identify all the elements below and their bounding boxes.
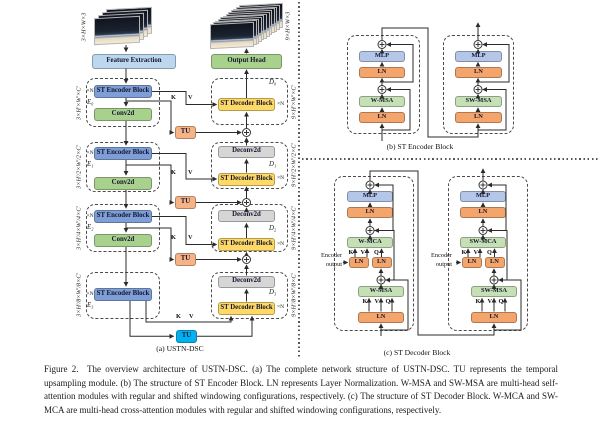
tu-block-1: TU [175,196,196,209]
conv2d-block-2: Conv2d [94,234,152,247]
dec-label-0: D₀ [269,79,277,86]
st-encoder-block-2: ST Encoder Block [94,210,152,223]
ln-block: LN [359,66,405,78]
horizontal-dotted-separator [302,158,598,160]
mlp-block: MLP [455,50,502,62]
dec-dim-1: 9×H′/2×W′/2×C′ [290,143,297,187]
dec-dim-0: 9×H′×W′×C′ [290,84,297,119]
k-label: K [176,312,181,320]
v-label: V [360,248,366,256]
ln-block: LN [471,311,517,323]
sw-mca-block: SW-MCA [460,236,506,248]
st-encoder-block-1: ST Encoder Block [94,147,152,160]
ln-block: LN [371,257,392,268]
times-n: ×N [86,290,94,297]
encoder-output-label: Encoder output [431,252,452,268]
ln-block: LN [462,257,482,268]
mlp-block: MLP [359,50,405,62]
ln-block: LN [349,257,369,268]
encoder-stage-3 [86,271,160,319]
v-label: V [188,94,193,101]
ln-block: LN [484,257,505,268]
st-decoder-block-2: ST Decoder Block [218,238,275,251]
w-msa-block: W-MSA [358,286,404,297]
enc-label-1: E₁ [87,160,94,168]
w-msa-block: W-MSA [359,95,405,107]
v-label: V [188,168,193,176]
k-label: K [171,94,176,101]
enc-label-2: E₂ [87,223,94,231]
v-label: V [487,297,493,305]
times-n: ×N [277,100,285,107]
enc-label-0: E₀ [87,98,94,106]
enc-dim-1: 3×H′/2×W′/2×C′ [75,144,83,189]
v-label: V [374,297,380,305]
q-label: Q [385,297,391,305]
dec-label-2: D₂ [269,225,277,232]
panel-b-caption: (b) ST Encoder Block [386,141,454,151]
ln-block: LN [455,66,502,78]
sw-msa-block: SW-MSA [471,286,517,297]
sw-msa-block: SW-MSA [455,95,502,107]
output-dim-label: 9×H×W×3 [284,11,292,41]
k-label: K [171,168,176,176]
k-label: K [475,297,481,305]
enc-dim-0: 3×H′×W′×C′ [75,85,83,120]
v-label: V [473,248,479,256]
tu-block-0: TU [175,126,196,139]
output-head-block: Output Head [211,53,282,69]
deconv2d-block-2: Deconv2d [218,209,275,222]
k-label: K [348,248,354,256]
st-encoder-block-3: ST Encoder Block [94,288,152,301]
q-label: Q [487,248,492,256]
ln-block: LN [455,111,502,123]
k-label: K [461,248,467,256]
tu-block-bottleneck: TU [176,330,197,343]
dec-dim-2: 9×H′/4×W′/4×C′ [290,206,297,250]
q-label: Q [498,297,504,305]
video-frame [94,15,140,46]
vertical-dotted-separator [298,2,300,358]
dec-label-3: D₃ [269,289,277,296]
dec-label-1: D₁ [269,161,277,168]
mlp-block: MLP [460,190,506,202]
ln-block: LN [460,206,506,218]
k-label: K [362,297,368,305]
input-dim-label: 3×H×W×3 [80,12,88,42]
times-n: ×N [86,87,94,94]
times-n: ×N [86,149,94,156]
deconv2d-block-3: Deconv2d [218,275,275,288]
times-n: ×N [86,212,94,219]
st-encoder-block-0: ST Encoder Block [94,85,152,98]
enc-dim-2: 3×H′/4×W′/4×C′ [75,205,83,250]
feature-extraction-block: Feature Extraction [92,53,176,69]
st-decoder-block-0: ST Decoder Block [218,98,275,111]
st-decoder-block-1: ST Decoder Block [218,172,275,186]
conv2d-block-1: Conv2d [94,177,152,190]
tu-block-2: TU [175,253,196,266]
st-decoder-block-3: ST Decoder Block [218,301,275,315]
panel-c-caption: (c) ST Decoder Block [383,348,451,357]
encoder-output-label: Encoder output [321,252,342,268]
k-label: K [171,234,176,241]
video-frame [210,21,254,50]
times-n: ×N [277,240,285,247]
enc-label-3: E₃ [87,301,94,309]
figure-caption: Figure 2. The overview architecture of U… [44,364,561,415]
mlp-block: MLP [347,190,393,202]
v-label: V [189,312,194,320]
ln-block: LN [359,111,405,123]
times-n: ×N [277,304,285,310]
deconv2d-block-1: Deconv2d [218,145,275,158]
times-n: ×N [277,175,285,181]
enc-dim-3: 3×H′/8×W′/8×C′ [75,273,83,317]
conv2d-block-0: Conv2d [94,108,152,121]
ln-block: LN [347,206,393,218]
dec-dim-3: 9×H′/8×W′/8×C′ [290,273,297,317]
w-mca-block: W-MCA [347,236,393,248]
panel-a-caption: (a) USTN-DSC [156,344,204,353]
ln-block: LN [358,311,404,323]
v-label: V [188,234,193,241]
q-label: Q [374,248,379,256]
